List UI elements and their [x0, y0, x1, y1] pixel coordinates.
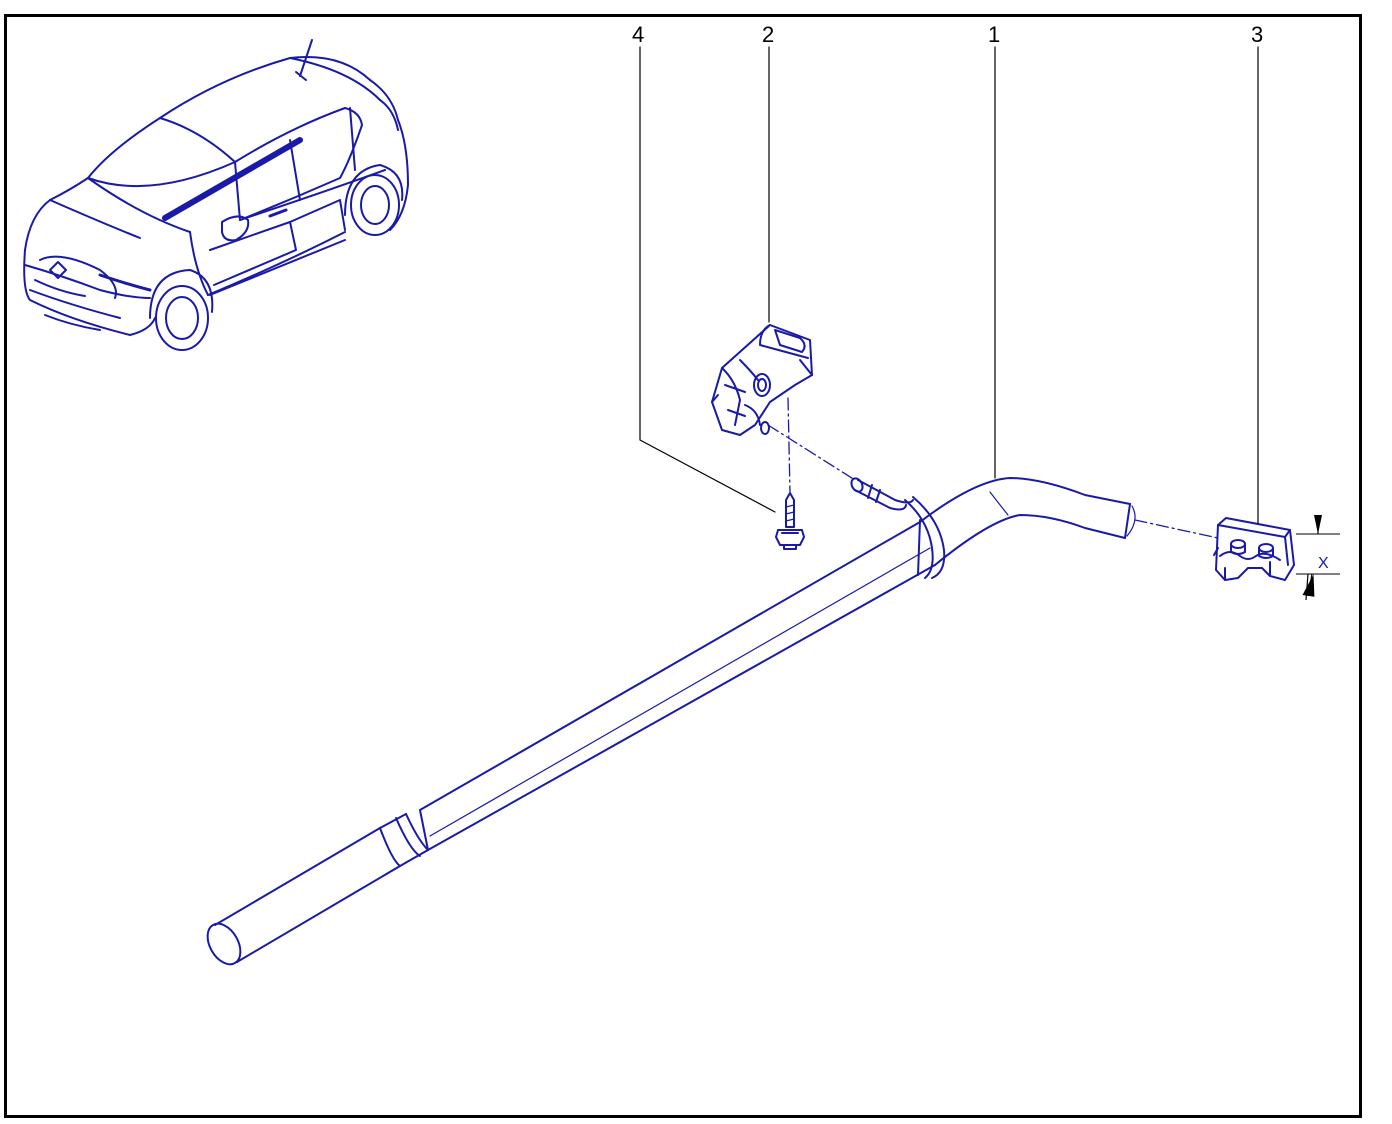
- assembly-axis-lines: [767, 397, 1219, 539]
- module-part-2: [711, 324, 813, 436]
- tube-part-1: [206, 477, 1136, 966]
- callout-4: 4: [632, 22, 644, 47]
- callout-leaders: [639, 46, 1259, 524]
- dimension-x: X: [1296, 515, 1340, 601]
- callout-3: 3: [1251, 22, 1263, 47]
- dimension-x-label: X: [1318, 555, 1329, 572]
- callout-1: 1: [988, 22, 1000, 47]
- bolt-part-4: [775, 492, 805, 550]
- drawing-frame: [4, 14, 1362, 1118]
- vehicle-location-illustration: [23, 39, 409, 351]
- callout-2: 2: [762, 22, 774, 47]
- connector-pipe: [850, 477, 914, 511]
- clip-part-3: [1213, 517, 1295, 581]
